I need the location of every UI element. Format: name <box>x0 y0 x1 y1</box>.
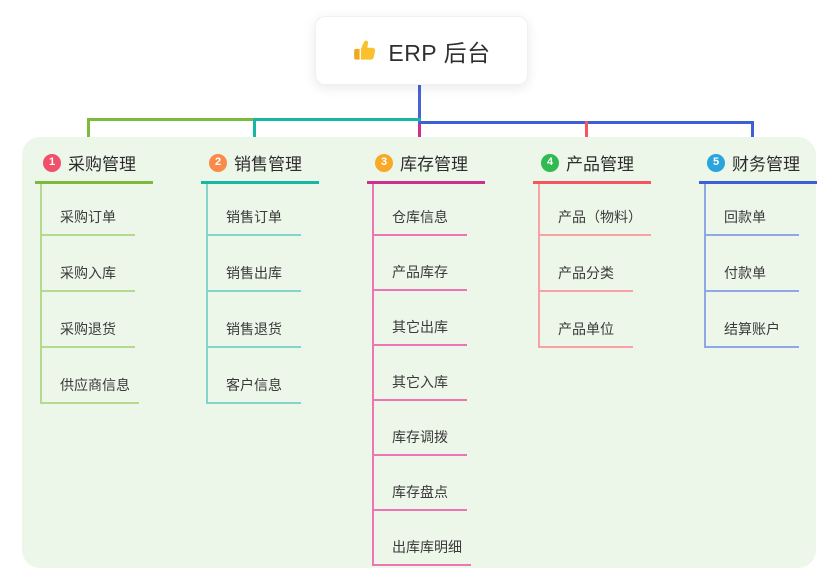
sub-node[interactable]: 销售出库 <box>208 236 301 292</box>
branch-finance-children: 回款单 付款单 结算账户 <box>704 184 839 348</box>
badge-5-icon: 5 <box>707 153 725 172</box>
sub-node[interactable]: 采购入库 <box>42 236 135 292</box>
sub-node[interactable]: 出库库明细 <box>374 511 471 566</box>
badge-4-icon: 4 <box>541 153 559 172</box>
branch4-drop-connector <box>585 121 588 147</box>
sub-node[interactable]: 回款单 <box>706 184 799 236</box>
sub-node[interactable]: 库存盘点 <box>374 456 467 511</box>
branch-title-label: 采购管理 <box>68 155 136 174</box>
branch-purchase: 1 采购管理 采购订单 采购入库 采购退货 供应商信息 <box>35 148 200 404</box>
branch-inventory-title-node[interactable]: 3 库存管理 <box>367 148 485 184</box>
root-node-title: ERP 后台 <box>388 39 491 66</box>
branch-finance: 5 财务管理 回款单 付款单 结算账户 <box>699 148 839 348</box>
sub-node[interactable]: 其它出库 <box>374 291 467 346</box>
branch-sales: 2 销售管理 销售订单 销售出库 销售退货 客户信息 <box>201 148 366 404</box>
branch-inventory-children: 仓库信息 产品库存 其它出库 其它入库 库存调拨 库存盘点 出库库明细 <box>372 184 532 566</box>
sub-node[interactable]: 付款单 <box>706 236 799 292</box>
sub-node[interactable]: 结算账户 <box>706 292 799 348</box>
branch5-drop-connector <box>751 121 754 147</box>
branch3-drop-connector <box>418 124 421 147</box>
badge-1-icon: 1 <box>43 153 61 172</box>
branch-sales-children: 销售订单 销售出库 销售退货 客户信息 <box>206 184 366 404</box>
branches-panel <box>22 137 816 568</box>
branch-purchase-title-node[interactable]: 1 采购管理 <box>35 148 153 184</box>
sub-node[interactable]: 销售订单 <box>208 184 301 236</box>
branch-product-title-node[interactable]: 4 产品管理 <box>533 148 651 184</box>
sub-node[interactable]: 产品单位 <box>540 292 633 348</box>
sub-node[interactable]: 供应商信息 <box>42 348 139 404</box>
root-stem-connector <box>418 85 421 124</box>
root-node[interactable]: ERP 后台 <box>315 16 528 85</box>
branch-title-label: 销售管理 <box>234 155 302 174</box>
sub-node[interactable]: 销售退货 <box>208 292 301 348</box>
sub-node[interactable]: 产品库存 <box>374 236 467 291</box>
sub-node[interactable]: 产品分类 <box>540 236 633 292</box>
branch-title-label: 库存管理 <box>400 155 468 174</box>
branch-title-label: 产品管理 <box>566 155 634 174</box>
badge-2-icon: 2 <box>209 153 227 172</box>
branch1-drop-connector <box>87 118 90 147</box>
branch2-drop-connector <box>253 118 256 147</box>
sub-node[interactable]: 产品（物料） <box>540 184 651 236</box>
branch2-rail-connector <box>254 118 421 121</box>
branch-sales-title-node[interactable]: 2 销售管理 <box>201 148 319 184</box>
sub-node[interactable]: 采购订单 <box>42 184 135 236</box>
badge-3-icon: 3 <box>375 153 393 172</box>
branch-product-children: 产品（物料） 产品分类 产品单位 <box>538 184 698 348</box>
sub-node[interactable]: 客户信息 <box>208 348 301 404</box>
sub-node[interactable]: 仓库信息 <box>374 184 467 236</box>
branch-product: 4 产品管理 产品（物料） 产品分类 产品单位 <box>533 148 698 348</box>
sub-node[interactable]: 采购退货 <box>42 292 135 348</box>
sub-node[interactable]: 其它入库 <box>374 346 467 401</box>
branch-finance-title-node[interactable]: 5 财务管理 <box>699 148 817 184</box>
branch-title-label: 财务管理 <box>732 155 800 174</box>
sub-node[interactable]: 库存调拨 <box>374 401 467 456</box>
thumbs-up-icon <box>352 38 378 64</box>
branch-purchase-children: 采购订单 采购入库 采购退货 供应商信息 <box>40 184 200 404</box>
branch-inventory: 3 库存管理 仓库信息 产品库存 其它出库 其它入库 库存调拨 库存盘点 出库库… <box>367 148 532 566</box>
